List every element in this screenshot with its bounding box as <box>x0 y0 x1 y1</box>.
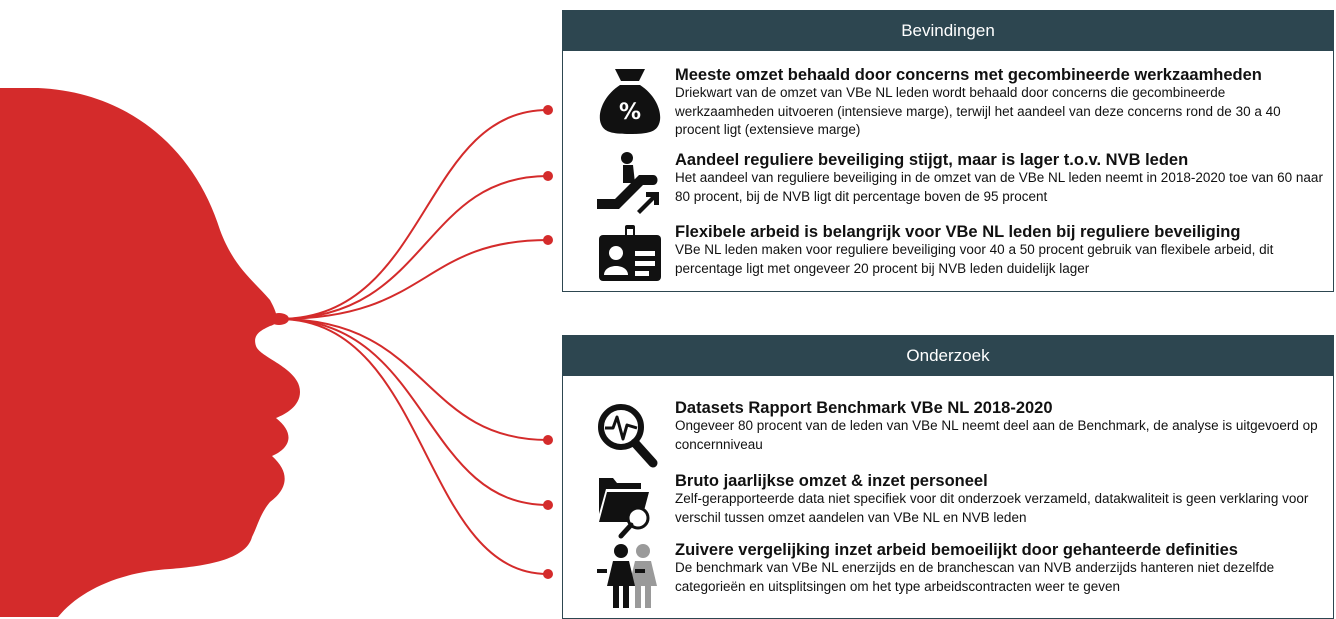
onderzoek-title: Zuivere vergelijking inzet arbeid bemoei… <box>675 541 1238 559</box>
id-badge-icon <box>599 225 661 281</box>
onderzoek-body: Zelf-gerapporteerde data niet specifiek … <box>675 491 1309 525</box>
onderzoek-body: De benchmark van VBe NL enerzijds en de … <box>675 560 1275 594</box>
connector-line <box>278 175 549 320</box>
connector-endpoint <box>543 235 553 245</box>
onderzoek-body: Ongeveer 80 procent van de leden van VBe… <box>675 418 1318 452</box>
bevindingen-panel: Bevindingen % Meeste omzet behaald door … <box>562 10 1334 292</box>
connector-endpoint <box>543 105 553 115</box>
magnifier-pulse-icon <box>598 404 658 468</box>
onderzoek-header: Onderzoek <box>563 336 1333 376</box>
connector-line <box>278 318 549 506</box>
svg-text:%: % <box>619 100 641 125</box>
onderzoek-panel: Onderzoek Datasets Rapport Benchmark VBe… <box>562 335 1334 619</box>
connector-endpoint <box>543 171 553 181</box>
connector-line <box>278 318 549 575</box>
eye-node <box>269 313 289 325</box>
onderzoek-title: Datasets Rapport Benchmark VBe NL 2018-2… <box>675 399 1053 417</box>
bevindingen-header: Bevindingen <box>563 11 1333 51</box>
connector-lines <box>278 109 549 575</box>
connector-endpoints <box>543 105 553 579</box>
connector-endpoint <box>543 435 553 445</box>
money-bag-percent-icon: % <box>599 69 661 134</box>
bevinding-body: Het aandeel van reguliere beveiliging in… <box>675 170 1323 204</box>
onderzoek-title: Bruto jaarlijkse omzet & inzet personeel <box>675 472 988 490</box>
escalator-up-icon <box>597 152 659 214</box>
bevinding-body: VBe NL leden maken voor reguliere beveil… <box>675 242 1274 276</box>
bevinding-title: Flexibele arbeid is belangrijk voor VBe … <box>675 223 1241 241</box>
head-silhouette <box>0 88 300 617</box>
bevinding-title: Aandeel reguliere beveiliging stijgt, ma… <box>675 151 1189 169</box>
people-icon <box>597 544 657 608</box>
folder-search-icon <box>599 478 650 539</box>
connector-line <box>278 109 549 320</box>
connector-endpoint <box>543 569 553 579</box>
head-diagram <box>0 88 553 617</box>
connector-line <box>278 318 549 441</box>
connector-endpoint <box>543 500 553 510</box>
bevinding-body: Driekwart van de omzet van VBe NL leden … <box>675 85 1281 137</box>
bevinding-title: Meeste omzet behaald door concerns met g… <box>675 66 1262 84</box>
connector-line <box>278 239 549 320</box>
